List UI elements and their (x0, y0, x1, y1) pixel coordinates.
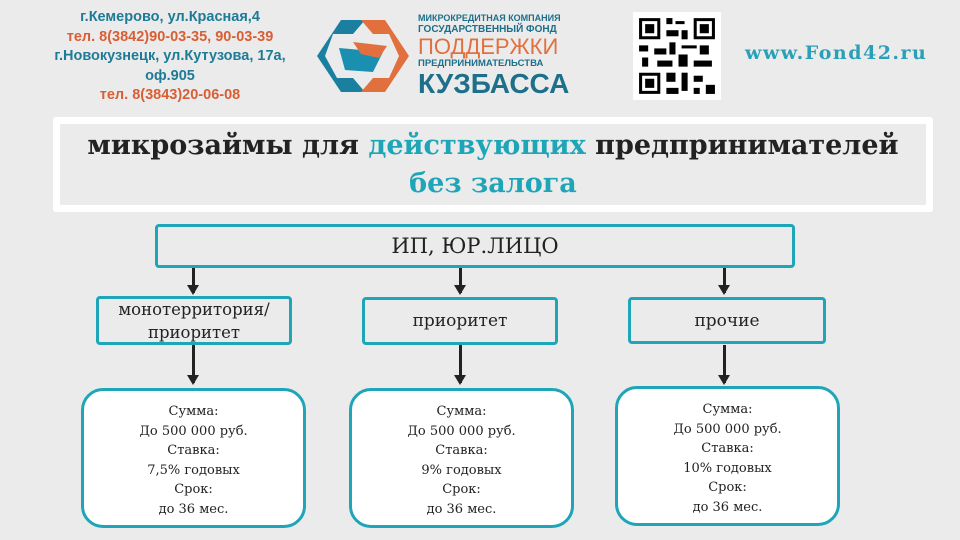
arrow-down-icon (454, 345, 466, 385)
sum-label: Сумма: (702, 402, 753, 417)
address-kemerovo: г.Кемерово, ул.Красная,4 (80, 9, 260, 25)
sum-label: Сумма: (436, 404, 487, 419)
loan-terms-card: Сумма: До 500 000 руб. Ставка: 7,5% годо… (81, 388, 306, 528)
title-banner: микрозаймы для действующих предпринимате… (53, 117, 933, 212)
sum-value: До 500 000 руб. (139, 423, 248, 439)
branch-monoterritory: монотерритория/ приоритет (96, 296, 292, 345)
arrow-down-icon (187, 345, 199, 385)
address-novokuznetsk: г.Новокузнецк, ул.Кутузова, 17а, (54, 48, 286, 64)
page-title: микрозаймы для действующих предпринимате… (60, 124, 926, 205)
loan-terms-card: Сумма: До 500 000 руб. Ставка: 10% годов… (615, 386, 840, 526)
logo-emblem-icon (317, 20, 409, 92)
website-link[interactable]: www.Fond42.ru (745, 42, 928, 64)
term-value: до 36 мес. (692, 499, 763, 515)
rate-label: Ставка: (435, 443, 488, 458)
branch-other: прочие (628, 297, 826, 344)
term-label: Срок: (708, 480, 747, 495)
term-label: Срок: (174, 482, 213, 497)
title-text-1: микрозаймы для (87, 130, 369, 161)
rate-label: Ставка: (167, 443, 220, 458)
address-office: оф.905 (145, 67, 195, 84)
term-label: Срок: (442, 482, 481, 497)
branch-priority: приоритет (362, 297, 558, 345)
term-value: до 36 мес. (426, 501, 497, 517)
rate-value: 7,5% годовых (147, 462, 240, 478)
contact-addresses: г.Кемерово, ул.Красная,4 тел. 8(3842)90-… (20, 8, 320, 106)
phone-novokuznetsk: тел. 8(3843)20-06-08 (99, 87, 241, 103)
logo-line2: ГОСУДАРСТВЕННЫЙ ФОНД (418, 24, 557, 35)
logo-line4: ПРЕДПРИНИМАТЕЛЬСТВА (418, 58, 544, 69)
arrow-down-icon (454, 268, 466, 295)
rate-value: 10% годовых (683, 460, 772, 476)
fund-logo: МИКРОКРЕДИТНАЯ КОМПАНИЯ ГОСУДАРСТВЕННЫЙ … (313, 12, 583, 100)
term-value: до 36 мес. (158, 501, 229, 517)
qr-code[interactable] (633, 12, 721, 100)
logo-line5: КУЗБАССА (418, 68, 570, 99)
arrow-down-icon (187, 268, 199, 295)
title-line2: без залога (409, 168, 577, 199)
rate-label: Ставка: (701, 441, 754, 456)
arrow-down-icon (718, 345, 730, 385)
qr-code-icon (639, 18, 715, 94)
rate-value: 9% годовых (421, 462, 502, 478)
root-node: ИП, ЮР.ЛИЦО (155, 224, 795, 268)
logo-line1: МИКРОКРЕДИТНАЯ КОМПАНИЯ (418, 13, 561, 23)
title-text-2: предпринимателей (585, 130, 899, 161)
loan-terms-card: Сумма: До 500 000 руб. Ставка: 9% годовы… (349, 388, 574, 528)
logo-line3: ПОДДЕРЖКИ (418, 34, 559, 59)
sum-value: До 500 000 руб. (407, 423, 516, 439)
sum-label: Сумма: (168, 404, 219, 419)
arrow-down-icon (718, 268, 730, 295)
title-highlight: действующих (368, 130, 586, 161)
sum-value: До 500 000 руб. (673, 421, 782, 437)
phone-kemerovo: тел. 8(3842)90-03-35, 90-03-39 (66, 28, 274, 45)
